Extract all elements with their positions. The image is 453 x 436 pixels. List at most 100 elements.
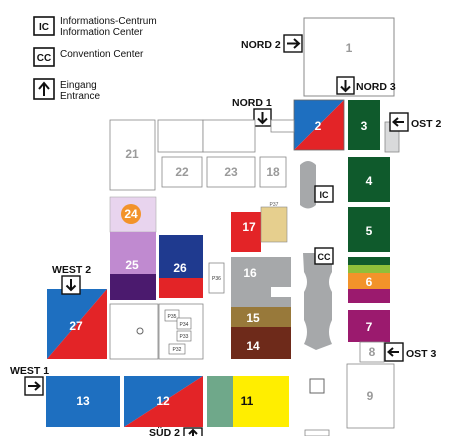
hall-14[interactable] (231, 327, 291, 359)
hall-2-label: 2 (315, 119, 322, 133)
building-south (304, 429, 330, 436)
hall-24[interactable] (121, 204, 141, 224)
hall-25[interactable] (110, 232, 156, 300)
pavilion-p36: P36 (212, 276, 221, 282)
hall-26[interactable] (159, 235, 203, 298)
hall-3[interactable] (348, 100, 380, 150)
hall-8-label: 8 (369, 345, 376, 359)
gate-sued-2[interactable]: SÜD 2 (149, 426, 203, 436)
ic-legend-symbol: IC (39, 22, 49, 33)
hall-7[interactable] (348, 310, 390, 342)
gate-ost-3-label: OST 3 (406, 348, 437, 360)
pavilion-p35-building[interactable] (164, 309, 180, 322)
hall-1-label: 1 (346, 41, 353, 55)
gate-ost-2-label: OST 2 (411, 118, 442, 130)
hall-4-label: 4 (366, 174, 373, 188)
cc-marker-label: CC (318, 252, 331, 262)
ic-marker-label: IC (320, 190, 330, 200)
gate-west-2[interactable]: WEST 2 (52, 264, 91, 295)
entrance-legend-label-de: Eingang (60, 80, 97, 91)
hall-16[interactable] (231, 257, 291, 307)
hall-12-label: 12 (156, 394, 170, 408)
pavilion-p32: P32 (173, 347, 182, 353)
cc-legend-icon (33, 47, 55, 67)
cc-legend-symbol: CC (37, 53, 51, 64)
hall-26-label: 26 (173, 261, 187, 275)
hall-4[interactable] (348, 157, 390, 202)
hall-6-label: 6 (366, 275, 373, 289)
gate-nord-2-label: NORD 2 (241, 39, 281, 51)
circle-marker-icon (136, 327, 144, 335)
pathway-ic (300, 161, 316, 209)
arrow-up-icon (188, 428, 198, 436)
hall-17-annex (260, 206, 288, 243)
gate-nord-2[interactable]: NORD 2 (241, 34, 303, 53)
hall-14-label: 14 (246, 339, 260, 353)
hall-27-label: 27 (69, 319, 83, 333)
pavilion-p32-building[interactable] (168, 343, 186, 355)
hall-8[interactable] (359, 341, 385, 363)
arrow-down-icon (65, 279, 77, 292)
hall-5[interactable] (348, 207, 390, 252)
building-white-left (109, 303, 159, 360)
pavilion-p36-building[interactable] (208, 262, 225, 294)
arrow-left-icon (391, 117, 404, 127)
ic-legend-label-en: Information Center (60, 27, 143, 38)
hall-17[interactable] (231, 212, 261, 252)
hall-9-label: 9 (367, 389, 374, 403)
hall-15-label: 15 (246, 311, 260, 325)
gate-ost-3[interactable]: OST 3 (384, 342, 437, 362)
pathway-cc (303, 253, 332, 350)
entrance-legend-icon (33, 78, 55, 100)
hall-13[interactable] (46, 376, 120, 427)
gate-sued-2-label: SÜD 2 (149, 426, 180, 436)
hall-21-label: 21 (125, 147, 139, 161)
hall-17-label: 17 (242, 220, 256, 234)
hall-11-label: 11 (241, 394, 254, 408)
building-block-b (202, 119, 256, 153)
gate-west-1-label: WEST 1 (10, 365, 49, 377)
gate-west-2-label: WEST 2 (52, 264, 91, 276)
pavilion-p37: P37 (270, 202, 279, 208)
hall-16-label: 16 (243, 266, 257, 280)
gate-ost-2[interactable]: OST 2 (389, 112, 442, 132)
hall-15[interactable] (231, 307, 291, 327)
pavilion-p33-building[interactable] (176, 330, 192, 342)
hall-18-label: 18 (266, 165, 280, 179)
gate-west-1[interactable]: WEST 1 (10, 365, 49, 396)
hall-23-label: 23 (224, 165, 238, 179)
cc-legend-label: Convention Center (60, 49, 144, 60)
gate-nord-3[interactable]: NORD 3 (336, 76, 396, 95)
entrance-legend-label-en: Entrance (60, 91, 100, 102)
hall-3-label: 3 (361, 119, 368, 133)
ic-marker[interactable]: IC (314, 185, 334, 203)
pavilion-p33: P33 (180, 334, 189, 340)
hall-13-label: 13 (76, 394, 90, 408)
hall-6[interactable] (348, 257, 390, 303)
hall-21[interactable] (109, 119, 156, 191)
hall-11[interactable] (207, 376, 289, 427)
hall-2[interactable] (293, 99, 345, 151)
arrow-left-icon (386, 347, 399, 357)
hall-27[interactable] (47, 289, 107, 359)
hall-22-label: 22 (175, 165, 189, 179)
hall-23[interactable] (206, 156, 256, 188)
hall-9[interactable] (346, 363, 395, 429)
hall-12[interactable] (124, 376, 203, 427)
arrow-right-icon (28, 381, 42, 391)
ic-legend-label-de: Informations-Centrum (60, 16, 157, 27)
hall-22[interactable] (161, 156, 203, 188)
legend: IC Informations-Centrum Information Cent… (33, 16, 157, 102)
gate-nord-1[interactable]: NORD 1 (232, 97, 272, 127)
building-walkway-nord (270, 119, 295, 133)
cc-marker[interactable]: CC (314, 247, 334, 265)
hall-25-label: 25 (125, 258, 139, 272)
pavilion-p34-building[interactable] (176, 317, 192, 330)
arrow-down-icon (340, 80, 351, 93)
pavilion-p34: P34 (180, 322, 189, 328)
hall-5-label: 5 (366, 224, 373, 238)
hall-18[interactable] (259, 156, 287, 188)
building-block-a (157, 119, 204, 153)
arrow-right-icon (287, 38, 301, 49)
pavilion-p35: P35 (168, 314, 177, 320)
